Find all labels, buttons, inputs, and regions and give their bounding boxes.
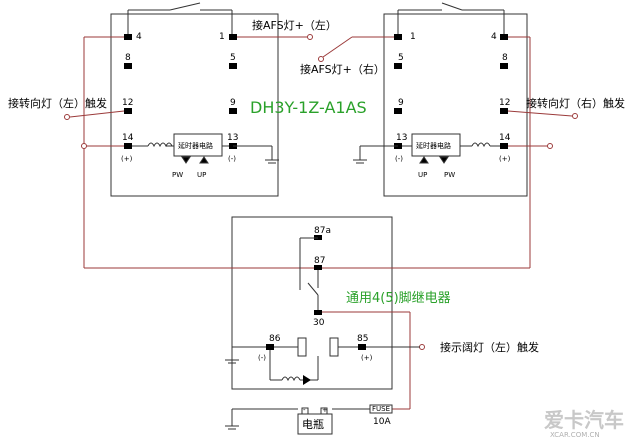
pin-87a: 87a bbox=[314, 226, 331, 236]
right-relay-pins bbox=[394, 34, 508, 149]
left-coil-circuit bbox=[132, 133, 229, 157]
diode-icon bbox=[303, 375, 311, 385]
external-wires bbox=[69, 36, 573, 410]
right-plus-label: (+) bbox=[499, 155, 511, 163]
watermark-brand: 爱卡汽车 bbox=[544, 408, 624, 432]
right-relay-box bbox=[383, 13, 528, 197]
battery-minus: - bbox=[303, 406, 306, 414]
right-relay-switch bbox=[397, 2, 505, 36]
left-pin-4: 4 bbox=[136, 32, 142, 42]
left-up-label: UP bbox=[197, 171, 206, 179]
right-led-pair bbox=[419, 156, 449, 164]
left-minus-label: (-) bbox=[228, 155, 236, 163]
right-minus-label: (-) bbox=[395, 155, 403, 163]
right-pin-5: 5 bbox=[398, 53, 404, 63]
bottom-relay-box bbox=[231, 216, 393, 390]
left-relay-switch bbox=[127, 2, 233, 36]
left-pin-14: 14 bbox=[122, 133, 134, 143]
right-pin-9: 9 bbox=[398, 98, 404, 108]
right-pin-4: 4 bbox=[491, 32, 497, 42]
left-pin-5: 5 bbox=[230, 53, 236, 63]
left-pin-1: 1 bbox=[219, 32, 225, 42]
left-pin-8: 8 bbox=[125, 53, 131, 63]
right-coil-circuit bbox=[402, 133, 500, 157]
left-pin-9: 9 bbox=[230, 98, 236, 108]
pin-86: 86 bbox=[269, 334, 281, 344]
pin-85: 85 bbox=[357, 334, 368, 344]
bottom-minus-label: (-) bbox=[258, 354, 266, 362]
battery bbox=[297, 407, 333, 435]
left-led-pair bbox=[181, 156, 209, 164]
fuse-icon bbox=[369, 404, 393, 414]
right-pin-12: 12 bbox=[499, 98, 510, 108]
left-timer-label: 延时器电路 bbox=[178, 141, 213, 150]
left-pin-13: 13 bbox=[227, 133, 238, 143]
left-plus-label: (+) bbox=[121, 155, 133, 163]
left-relay-box bbox=[110, 13, 279, 197]
fuse-rating: 10A bbox=[373, 417, 391, 427]
left-relay-pins bbox=[124, 34, 237, 149]
bottom-relay-switch bbox=[269, 237, 420, 382]
left-coil-inductor bbox=[147, 142, 173, 148]
afs-right-label: 接AFS灯+（右） bbox=[300, 62, 385, 76]
right-pin-1: 1 bbox=[410, 32, 416, 42]
fuse-label: FUSE bbox=[372, 405, 390, 413]
right-pin-14: 14 bbox=[499, 133, 511, 143]
battery-label: 电瓶 bbox=[302, 417, 324, 431]
pin-30: 30 bbox=[313, 318, 325, 328]
ground-symbols bbox=[225, 145, 398, 430]
right-pin-8: 8 bbox=[502, 53, 508, 63]
right-pin-13: 13 bbox=[396, 133, 407, 143]
battery-plus: + bbox=[322, 406, 328, 414]
left-pin-12: 12 bbox=[122, 98, 133, 108]
afs-left-label: 接AFS灯+（左） bbox=[252, 19, 337, 32]
turn-right-label: 接转向灯（右）触发 bbox=[526, 96, 625, 110]
bottom-plus-label: (+) bbox=[361, 354, 373, 362]
right-up-label: UP bbox=[418, 171, 427, 179]
left-pw-label: PW bbox=[172, 171, 183, 179]
relay-note: 通用4(5)脚继电器 bbox=[346, 290, 451, 306]
width-left-label: 接示阔灯（左）触发 bbox=[440, 340, 539, 354]
turn-left-label: 接转向灯（左）触发 bbox=[8, 96, 107, 110]
model-label: DH3Y-1Z-A1AS bbox=[250, 98, 367, 117]
right-timer-label: 延时器电路 bbox=[416, 141, 451, 150]
terminal-circles bbox=[64, 34, 578, 350]
right-pw-label: PW bbox=[444, 171, 455, 179]
watermark-url: XCAR.COM.CN bbox=[550, 431, 600, 439]
pin-87: 87 bbox=[314, 256, 325, 266]
right-coil-inductor bbox=[471, 142, 491, 148]
